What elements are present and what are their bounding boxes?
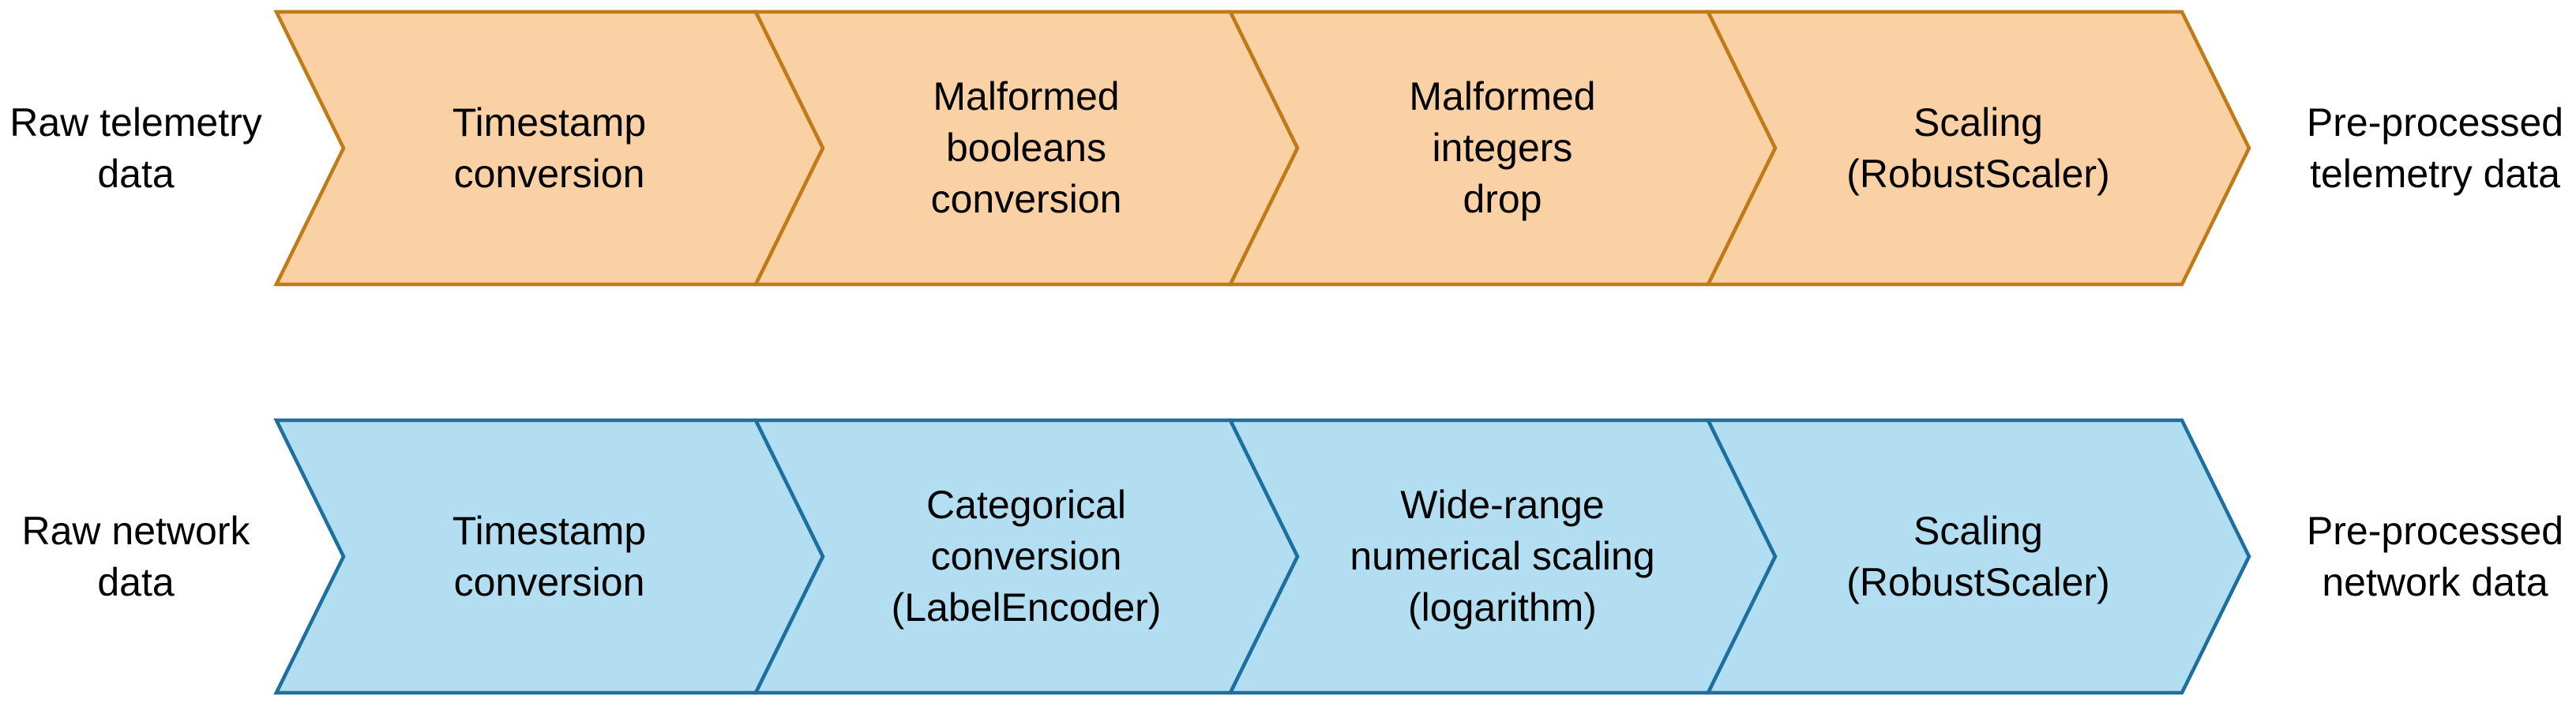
- chevron-network-step-4: [1705, 418, 2251, 695]
- step-label-network-1: Timestamp conversion: [452, 508, 647, 604]
- step-label-network-2: Categorical conversion (LabelEncoder): [891, 483, 1162, 630]
- step-label-telemetry-4: Scaling (RobustScaler): [1846, 100, 2110, 196]
- step-label-telemetry-3: Malformed integers drop: [1409, 74, 1596, 221]
- step-label-telemetry-2: Malformed booleans conversion: [930, 74, 1122, 221]
- step-label-network-3: Wide-range numerical scaling (logarithm): [1350, 483, 1655, 630]
- output-label-network: Pre-processed network data: [2306, 508, 2564, 604]
- chevron-telemetry-step-4: [1705, 9, 2251, 287]
- input-label-network: Raw network data: [21, 508, 250, 604]
- step-label-network-4: Scaling (RobustScaler): [1846, 508, 2110, 604]
- step-label-telemetry-1: Timestamp conversion: [452, 100, 647, 196]
- output-label-telemetry: Pre-processed telemetry data: [2306, 100, 2564, 196]
- input-label-telemetry: Raw telemetry data: [9, 100, 262, 196]
